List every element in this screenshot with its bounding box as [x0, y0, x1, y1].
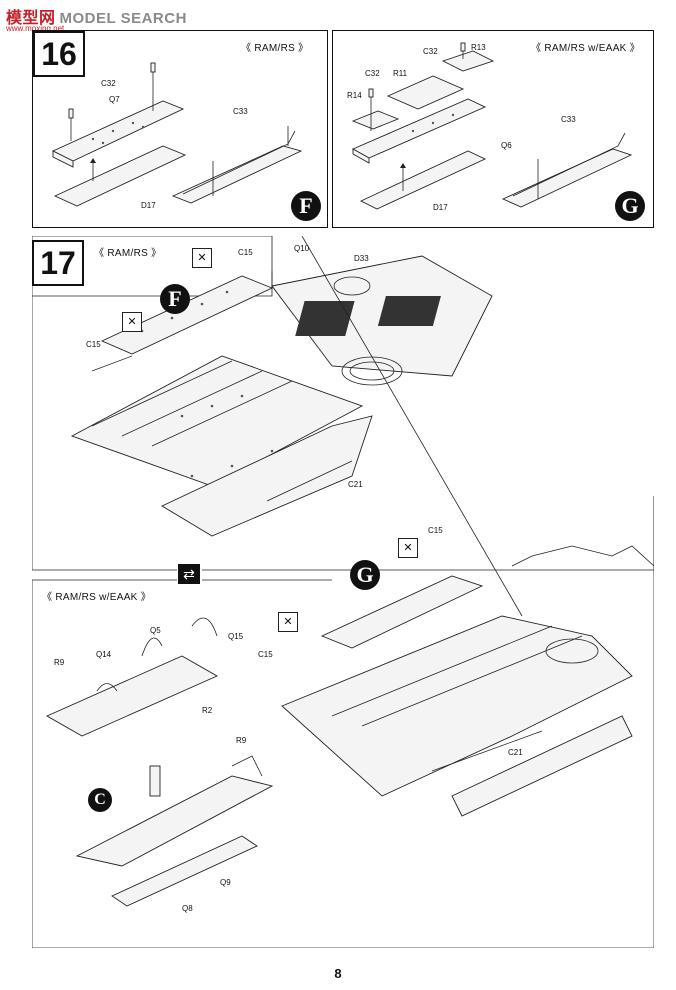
part-label: R2: [202, 706, 213, 715]
part-label: Q8: [182, 904, 193, 913]
cement-icon: ✕: [398, 538, 418, 558]
part-label: C32: [423, 47, 438, 56]
part-label: C15: [238, 248, 253, 257]
watermark-site: www.moxing.net: [6, 24, 65, 33]
step17-panel: 17 《 RAM/RS 》 F ✕ ✕ C15 Q10 D33 C15 C21 …: [32, 236, 654, 948]
step16-number: 16: [33, 31, 85, 77]
part-label: Q9: [220, 878, 231, 887]
part-label: C32: [101, 79, 116, 88]
step16-left-panel: 16 《 RAM/RS 》 C32 Q7 C33 D17 F: [32, 30, 328, 228]
part-label: C21: [508, 748, 523, 757]
part-label: D17: [433, 203, 448, 212]
part-label: Q15: [228, 632, 244, 641]
step17-top-variant: 《 RAM/RS 》: [94, 248, 162, 259]
part-label: C21: [348, 480, 363, 489]
part-label: Q14: [96, 650, 112, 659]
page-number: 8: [334, 966, 342, 981]
part-label: C32: [365, 69, 380, 78]
part-label: Q6: [501, 141, 512, 150]
watermark-cn: 模型网: [6, 10, 56, 27]
watermark-brand: MODEL SEARCH: [59, 10, 187, 27]
step16-right-variant: 《 RAM/RS w/EAAK 》: [531, 43, 641, 54]
step17-drawing: [32, 236, 654, 948]
cement-icon: ✕: [122, 312, 142, 332]
cement-icon: ✕: [192, 248, 212, 268]
step17-number: 17: [32, 240, 84, 286]
alternative-arrow-icon: ⇄: [178, 564, 200, 584]
part-label: C15: [428, 526, 443, 535]
part-label: R9: [236, 736, 247, 745]
step16-left-drawing: [51, 62, 303, 207]
part-label: D17: [141, 201, 156, 210]
callout-f: F: [160, 284, 190, 314]
part-label: C33: [561, 115, 576, 124]
callout-g: G: [350, 560, 380, 590]
part-label: Q5: [150, 626, 161, 635]
part-label: D33: [354, 254, 369, 263]
step16-right-drawing: [351, 42, 633, 210]
part-label: C15: [86, 340, 101, 349]
part-label: C15: [258, 650, 273, 659]
part-label: Q7: [109, 95, 120, 104]
cement-icon: ✕: [278, 612, 298, 632]
part-label: R14: [347, 91, 362, 100]
step16-left-variant: 《 RAM/RS 》: [241, 43, 309, 54]
part-label: R13: [471, 43, 486, 52]
step16-right-panel: 《 RAM/RS w/EAAK 》 C32 R13 C32 R11 R14 Q6…: [332, 30, 654, 228]
step17-bottom-variant: 《 RAM/RS w/EAAK 》: [42, 592, 152, 603]
callout-g: G: [615, 191, 645, 221]
part-label: R11: [393, 69, 408, 78]
part-label: Q10: [294, 244, 310, 253]
part-label: C33: [233, 107, 248, 116]
part-label: R9: [54, 658, 65, 667]
callout-f: F: [291, 191, 321, 221]
callout-c: C: [88, 788, 112, 812]
